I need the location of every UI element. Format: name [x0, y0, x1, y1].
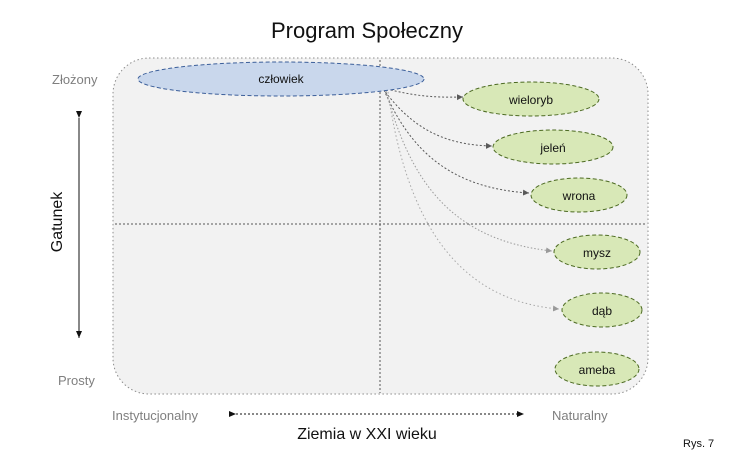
node-label-wrona: wrona: [562, 189, 596, 203]
x-axis-left-label: Instytucjonalny: [112, 408, 198, 423]
x-axis-right-label: Naturalny: [552, 408, 608, 423]
x-axis-title: Ziemia w XXI wieku: [297, 426, 437, 443]
connector-mysz: [385, 90, 553, 254]
figure-label: Rys. 7: [683, 438, 715, 450]
y-axis-bottom-label: Prosty: [58, 373, 95, 388]
node-dab: dąb: [561, 292, 643, 328]
connector-jelen: [382, 88, 493, 149]
node-czlowiek: człowiek: [137, 61, 425, 97]
node-label-jelen: jeleń: [539, 141, 565, 155]
node-jelen: jeleń: [492, 129, 614, 165]
node-label-dab: dąb: [592, 304, 612, 318]
node-wrona: wrona: [530, 177, 628, 213]
connector-dab: [387, 91, 560, 312]
node-label-wieloryb: wieloryb: [508, 93, 553, 107]
y-axis-title: Gatunek: [49, 191, 66, 253]
node-ameba: ameba: [554, 351, 640, 387]
node-wieloryb: wieloryb: [462, 81, 600, 117]
connector-wrona: [383, 89, 530, 196]
node-label-mysz: mysz: [583, 246, 611, 260]
node-mysz: mysz: [553, 234, 641, 270]
node-label-ameba: ameba: [579, 363, 616, 377]
node-label-czlowiek: człowiek: [258, 72, 304, 86]
y-axis-top-label: Złożony: [52, 72, 98, 87]
diagram-title: Program Społeczny: [271, 18, 463, 43]
